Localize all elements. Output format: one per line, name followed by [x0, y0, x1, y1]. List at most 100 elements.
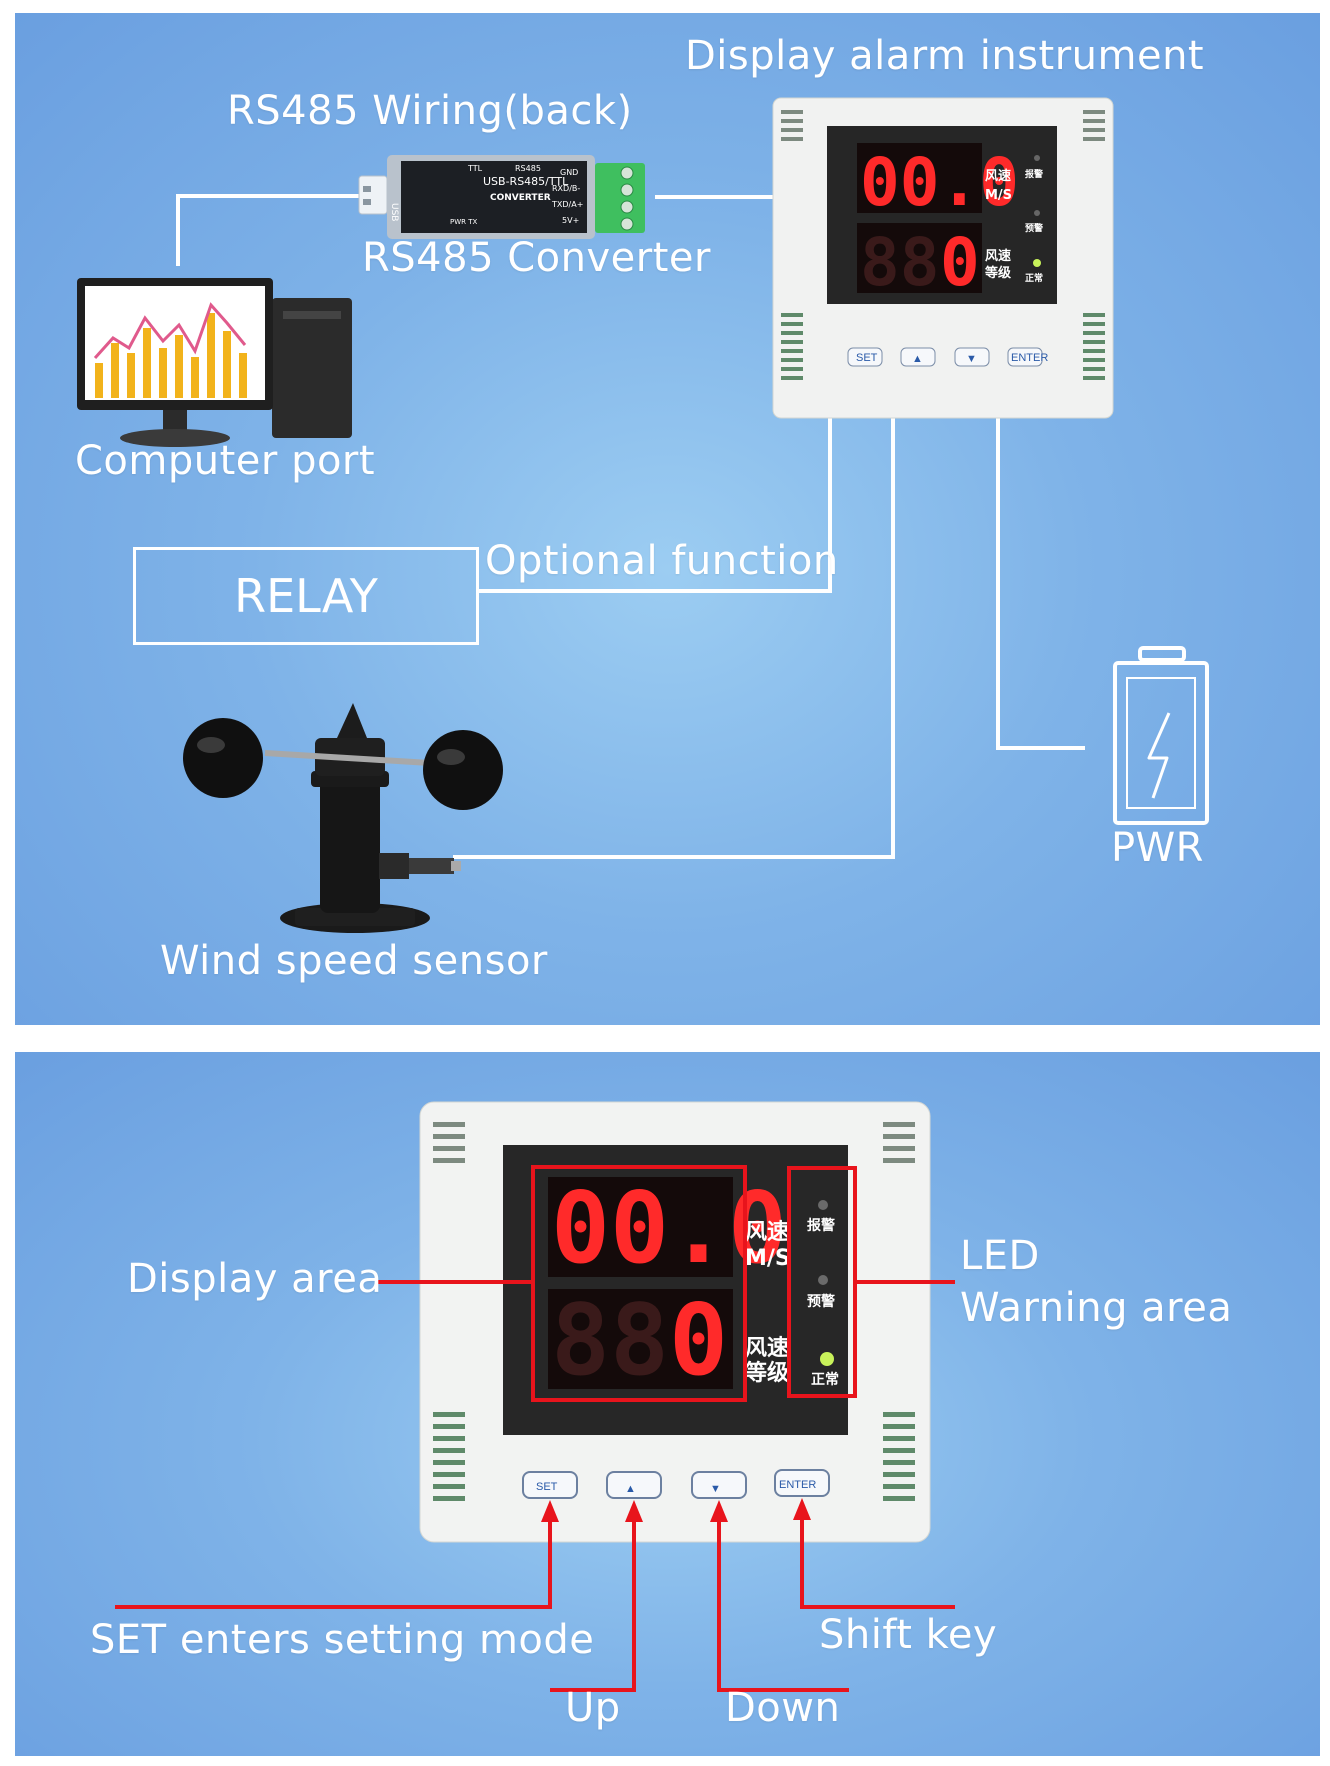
screen-chart-bars: [95, 313, 247, 398]
speed-label-cn: 风速: [985, 168, 1011, 184]
vent-left-bottom: [781, 313, 803, 380]
closeup-keypad: SET ▲ ▼ ENTER: [522, 1469, 830, 1499]
pin-gnd: GND: [560, 168, 578, 177]
svg-text:ENTER: ENTER: [1011, 352, 1048, 364]
top-key-down: [954, 347, 990, 367]
closeup-level-label-cn-2: 等级: [745, 1360, 789, 1386]
usb-wire: [176, 194, 372, 266]
terminal-block: [595, 163, 645, 233]
level-label-cn-1: 风速: [985, 248, 1011, 264]
set-arrow-head: [541, 1500, 559, 1522]
down-label: Down: [725, 1685, 841, 1731]
svg-text:▲: ▲: [625, 1483, 636, 1495]
set-arrow-line: [115, 1512, 552, 1609]
closeup-level-reading: 0: [669, 1284, 728, 1398]
pwr-label: PWR: [1111, 825, 1204, 871]
wiring-lines: [176, 194, 1085, 859]
closeup-vent-right-top: [883, 1122, 915, 1163]
instrument-detail-panel: 00.0 88 0 风速 M/S 风速 等级 报警 预警 正常 SET ▲ ▼ …: [15, 1052, 1320, 1756]
pin-txd: TXD/A+: [551, 200, 583, 209]
screen-chart-line: [93, 302, 247, 360]
converter-mode-ttl: TTL: [467, 164, 483, 173]
svg-text:SET: SET: [856, 352, 878, 364]
led-normal-label: 正常: [1025, 272, 1043, 284]
rotor-arm: [264, 750, 431, 766]
optional-function-label: Optional function: [485, 538, 839, 584]
monitor-stand: [120, 429, 230, 447]
instrument-device-top: 00.0 88 0 风速 M/S 风速 等级 报警 预警 正常 SET ▲ ▼ …: [772, 97, 1114, 419]
top-key-enter: [1007, 347, 1043, 367]
svg-text:ENTER: ENTER: [779, 1479, 816, 1491]
computer-icon: [77, 278, 352, 447]
closeup-vent-left-bottom: [433, 1412, 465, 1501]
closeup-speed-unit: M/S: [745, 1246, 791, 1271]
cup-right: [423, 730, 503, 810]
top-key-up: [900, 347, 936, 367]
closeup-vent-right-bottom: [883, 1412, 915, 1501]
down-arrow-line: [717, 1512, 849, 1692]
vent-right-bottom: [1083, 313, 1105, 380]
lightning-icon: [1147, 712, 1171, 799]
svg-text:SET: SET: [536, 1481, 558, 1493]
up-label: Up: [565, 1685, 621, 1731]
top-keypad: SET ▲ ▼ ENTER: [847, 347, 1048, 367]
closeup-led-alarm-label: 报警: [807, 1217, 835, 1234]
closeup-alarm-led: [818, 1200, 828, 1210]
display-area-label: Display area: [127, 1256, 383, 1302]
wind-speed-sensor-label: Wind speed sensor: [160, 938, 548, 984]
level-reading: 0: [940, 224, 980, 301]
battery-icon: [1113, 646, 1209, 825]
sensor-wire: [453, 418, 895, 859]
closeup-speed-reading: 00.0: [551, 1172, 787, 1286]
wiring-diagram-panel: Display alarm instrument RS485 Wiring(ba…: [15, 13, 1320, 1025]
sensor-body: [320, 778, 380, 913]
led-area-label-line2: Warning area: [960, 1285, 1233, 1331]
led-warning-label: 预警: [1025, 222, 1043, 234]
instrument-device-closeup: 00.0 88 0 风速 M/S 风速 等级 报警 预警 正常 SET ▲ ▼ …: [115, 1101, 955, 1692]
relay-label: RELAY: [234, 569, 378, 623]
led-area-label-line1: LED: [960, 1233, 1040, 1279]
led-alarm-label: 报警: [1025, 168, 1043, 180]
key-up: [606, 1471, 662, 1499]
top-key-set: [847, 347, 883, 367]
key-enter: [774, 1469, 830, 1497]
rs485-wiring-label: RS485 Wiring(back): [227, 88, 633, 134]
svg-text:88: 88: [860, 224, 939, 301]
converter-side-label: USB: [389, 203, 399, 221]
level-label-cn-2: 等级: [984, 265, 1012, 281]
converter-leds: PWR TX: [450, 218, 478, 226]
shift-key-label: Shift key: [819, 1612, 998, 1658]
vent-right-top: [1083, 110, 1105, 141]
key-set: [522, 1471, 578, 1499]
vent-left-top: [781, 110, 803, 141]
closeup-speed-label-cn: 风速: [745, 1219, 789, 1245]
speed-unit: M/S: [985, 188, 1012, 203]
converter-mode-rs485: RS485: [515, 164, 541, 173]
svg-text:▼: ▼: [966, 353, 977, 365]
converter-label-plate: [401, 161, 587, 233]
shift-arrow-line: [800, 1510, 955, 1609]
closeup-normal-led: [820, 1352, 834, 1366]
set-mode-label: SET enters setting mode: [90, 1617, 595, 1663]
key-down: [691, 1471, 747, 1499]
rs485-converter-label: RS485 Converter: [362, 235, 711, 281]
converter-title: USB-RS485/TTL: [483, 175, 569, 188]
led-area-label: LED Warning area: [960, 1230, 1232, 1334]
up-arrow-line: [550, 1512, 636, 1692]
closeup-level-label-cn-1: 风速: [745, 1335, 789, 1361]
closeup-warning-led: [818, 1275, 828, 1285]
alarm-led: [1034, 155, 1040, 161]
pin-5v: 5V+: [562, 216, 579, 225]
rotor-cap: [337, 703, 367, 738]
sensor-connector: [379, 853, 409, 879]
converter-subtitle: CONVERTER: [490, 193, 551, 203]
down-arrow-head: [710, 1500, 728, 1522]
usb-converter: USB-RS485/TTL CONVERTER TTL RS485 USB PW…: [358, 155, 645, 239]
shift-arrow-head: [793, 1498, 811, 1520]
up-arrow-head: [625, 1500, 643, 1522]
computer-tower: [272, 298, 352, 438]
cup-left: [183, 718, 263, 798]
speed-reading: 00.0: [860, 144, 1019, 221]
relay-wire: [477, 418, 832, 593]
svg-text:88: 88: [551, 1284, 669, 1398]
